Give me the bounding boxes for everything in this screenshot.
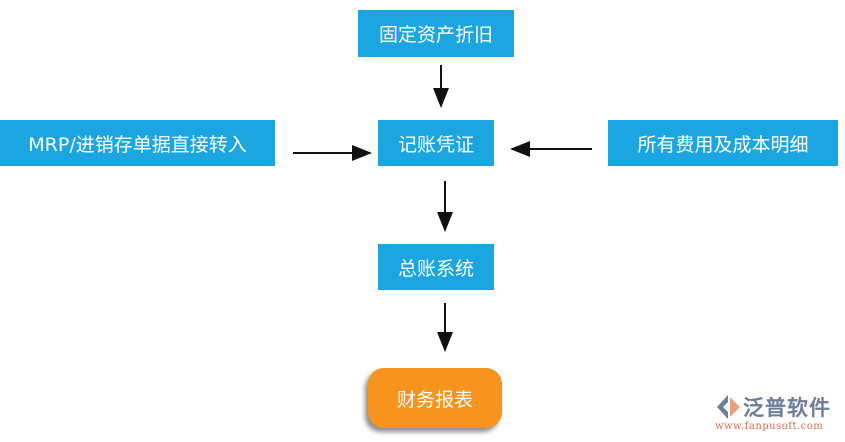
node-fixed-asset-depreciation: 固定资产折旧 <box>358 10 514 57</box>
logo-name: 泛普软件 <box>743 396 831 420</box>
node-voucher: 记账凭证 <box>378 120 494 166</box>
node-mrp-import: MRP/进销存单据直接转入 <box>0 120 275 166</box>
fanpu-logo: 泛普软件 www.fanpusoft.com <box>715 392 840 437</box>
node-financial-reports: 财务报表 <box>368 368 502 428</box>
node-general-ledger: 总账系统 <box>378 244 494 290</box>
node-expenses: 所有费用及成本明细 <box>608 120 838 166</box>
logo-icon <box>717 395 740 419</box>
logo-url: www.fanpusoft.com <box>715 421 824 432</box>
